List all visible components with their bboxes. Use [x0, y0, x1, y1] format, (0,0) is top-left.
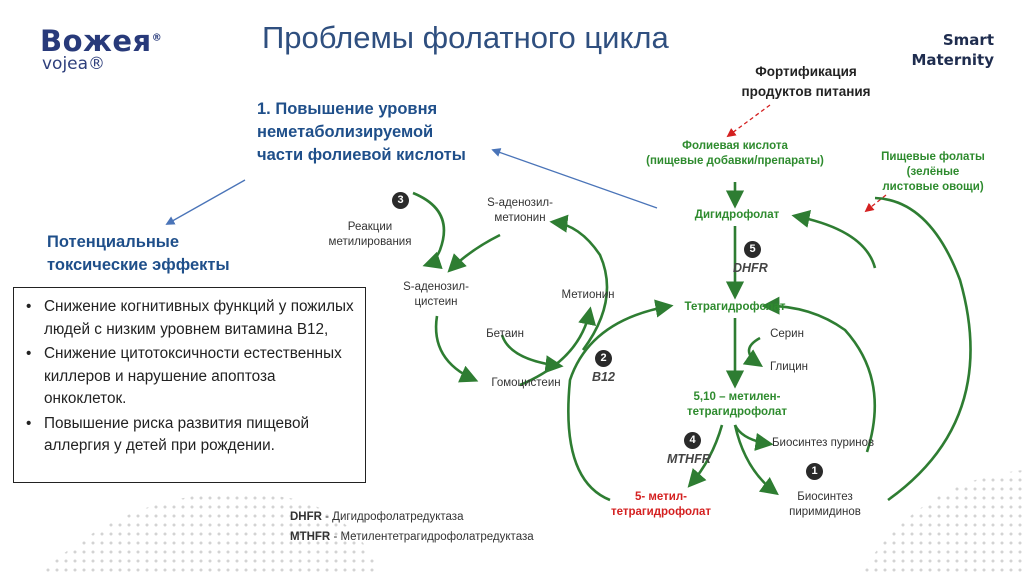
effect-item: Повышение риска развития пищевой аллерги… [26, 413, 359, 458]
node-methylene-thf: 5,10 – метилен- тетрагидрофолат [672, 390, 802, 420]
sam-line-1: S-аденозил- [487, 197, 553, 209]
brand-line-1: Smart [942, 31, 994, 49]
sam-line-2: метионин [494, 212, 546, 224]
effects-box: Снижение когнитивных функций у пожилых л… [13, 287, 366, 483]
fortification-label: Фортификация продуктов питания [714, 62, 898, 102]
problem-line-2: неметаболизируемой [257, 123, 434, 141]
effect-item: Снижение цитотоксичности естественных ки… [26, 343, 359, 411]
node-sam: S-аденозил- метионин [470, 196, 570, 226]
methyl-thf-line-1: 5- метил- [634, 491, 687, 503]
page-title: Проблемы фолатного цикла [262, 20, 669, 55]
legend-text: - Дигидрофолатредуктаза [321, 511, 464, 523]
badge-3: 3 [392, 192, 409, 209]
fortification-line-1: Фортификация [755, 64, 857, 79]
node-pyrimidines: Биосинтез пиримидинов [770, 490, 880, 520]
problem-line-1: 1. Повышение уровня [257, 100, 438, 118]
legend-text: - Метилентетрагидрофолатредуктаза [330, 531, 534, 543]
food-folates-line-2: (зелёные [906, 166, 960, 178]
badge-4: 4 [684, 432, 701, 449]
arrow-to-problem [491, 148, 658, 209]
legend-abbr: MTHFR [290, 531, 331, 543]
logo-registered-mark: ® [151, 32, 163, 44]
methylation-line-2: метилирования [328, 236, 412, 248]
enzyme-b12: B12 [592, 370, 615, 384]
food-folates-line-3: листовые овощи) [882, 181, 984, 193]
methylation-line-1: Реакции [347, 221, 393, 233]
problem-heading: 1. Повышение уровня неметаболизируемой ч… [257, 98, 507, 167]
toxic-line-1: Потенциальные [47, 233, 180, 251]
sah-line-2: цистеин [414, 296, 458, 308]
node-dhf: Дигидрофолат [694, 209, 780, 221]
badge-1: 1 [806, 463, 823, 480]
dot-pattern-decoration [40, 470, 1024, 574]
toxic-line-2: токсические эффекты [47, 256, 230, 274]
node-methionine: Метионин [561, 289, 615, 301]
enzyme-mthfr: MTHFR [667, 452, 711, 466]
food-folates-line-1: Пищевые фолаты [881, 151, 985, 163]
badge-2: 2 [595, 350, 612, 367]
node-betaine: Бетаин [486, 328, 524, 340]
methylene-line-1: 5,10 – метилен- [693, 391, 781, 403]
badge-5: 5 [744, 241, 761, 258]
folic-acid-line-1: Фолиевая кислота [682, 140, 788, 152]
enzyme-dhfr: DHFR [733, 261, 768, 275]
node-folic-acid: Фолиевая кислота (пищевые добавки/препар… [605, 139, 865, 169]
logo-subtitle: vojea® [42, 54, 106, 74]
folic-acid-line-2: (пищевые добавки/препараты) [646, 155, 824, 167]
methyl-thf-line-2: тетрагидрофолат [610, 506, 712, 518]
toxic-effects-heading: Потенциальные токсические эффекты [47, 231, 267, 277]
logo-text: Вожея [40, 24, 152, 58]
brand-smart-maternity: Smart Maternity [884, 30, 994, 70]
brand-logo: Вожея® [40, 24, 162, 58]
legend-mthfr: MTHFR - Метилентетрагидрофолатредуктаза [290, 531, 534, 543]
node-glycine: Глицин [769, 361, 809, 373]
methylene-line-2: тетрагидрофолат [686, 406, 788, 418]
effects-list: Снижение когнитивных функций у пожилых л… [14, 288, 365, 458]
pyrimidines-line-1: Биосинтез [797, 491, 853, 503]
problem-line-3: части фолиевой кислоты [257, 146, 466, 164]
node-methyl-thf: 5- метил- тетрагидрофолат [596, 490, 726, 520]
node-methylation: Реакции метилирования [315, 220, 425, 250]
node-homocysteine: Гомоцистеин [491, 377, 561, 389]
brand-line-2: Maternity [911, 51, 994, 69]
pyrimidines-line-2: пиримидинов [789, 506, 861, 518]
legend-abbr: DHFR [290, 511, 322, 523]
node-purines: Биосинтез пуринов [772, 437, 875, 449]
sah-line-1: S-аденозил- [403, 281, 469, 293]
arrow-to-toxic [165, 179, 246, 225]
node-food-folates: Пищевые фолаты (зелёные листовые овощи) [868, 150, 998, 195]
node-sah: S-аденозил- цистеин [386, 280, 486, 310]
node-thf: Тетрагидрофолат [684, 301, 786, 313]
legend-dhfr: DHFR - Дигидрофолатредуктаза [290, 511, 463, 523]
node-serine: Серин [770, 328, 804, 340]
effect-item: Снижение когнитивных функций у пожилых л… [26, 296, 359, 341]
fortification-line-2: продуктов питания [741, 84, 871, 99]
